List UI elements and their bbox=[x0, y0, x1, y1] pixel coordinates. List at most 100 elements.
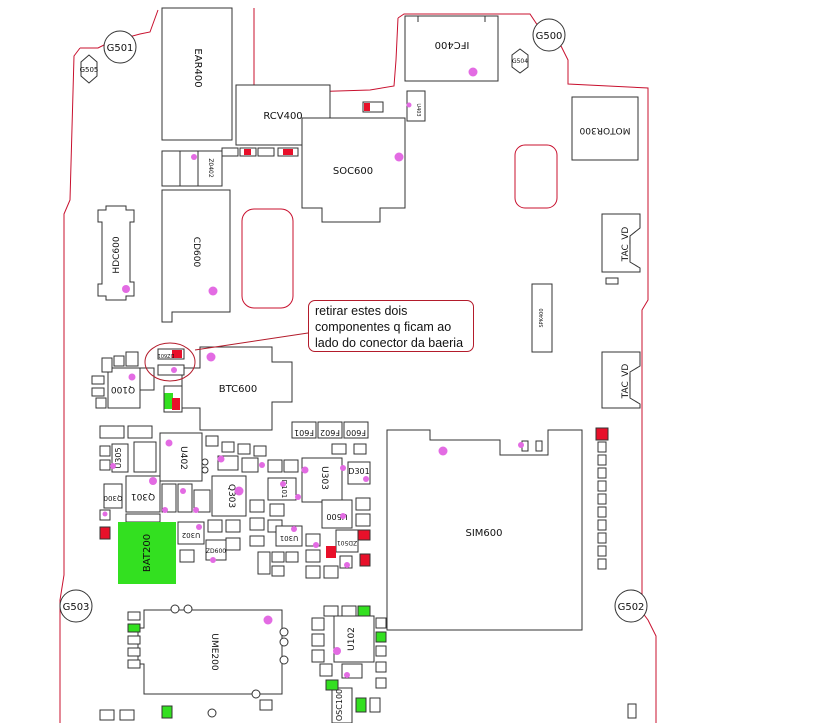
test-point bbox=[149, 477, 157, 485]
component-zd600: ZD600 bbox=[205, 539, 227, 563]
ground-g503: G503 bbox=[59, 589, 93, 623]
callout-leader bbox=[194, 332, 309, 351]
test-point bbox=[128, 373, 136, 381]
component-tac-vd-top: TAC_VD bbox=[601, 213, 641, 285]
component-label: F602 bbox=[320, 428, 340, 437]
highlight-circle bbox=[144, 342, 196, 382]
component-q300: Q300 bbox=[99, 483, 123, 540]
component-f602: F602 bbox=[317, 421, 343, 439]
component-label: Q303 bbox=[226, 484, 236, 508]
component-label: SIM600 bbox=[465, 528, 502, 539]
component-label: U301 bbox=[280, 534, 298, 542]
right-column-parts bbox=[595, 427, 637, 719]
component-u403: U403 bbox=[362, 90, 426, 122]
test-point bbox=[208, 286, 218, 296]
component-label: SPK400 bbox=[539, 308, 545, 327]
component-label: TAC_VD bbox=[621, 227, 631, 263]
component-sim600: SIM600 bbox=[386, 429, 583, 631]
test-point bbox=[263, 615, 273, 625]
component-label: HDC600 bbox=[112, 236, 122, 273]
component-label: DZ601 bbox=[158, 352, 175, 358]
component-f601: F601 bbox=[291, 421, 317, 439]
component-u500: U500 bbox=[321, 497, 371, 541]
component-label: RCV400 bbox=[263, 111, 302, 122]
component-u102: U102 bbox=[311, 605, 387, 689]
component-soc600: SOC600 bbox=[301, 117, 406, 223]
cutout-left bbox=[241, 208, 294, 309]
ground-g504: G504 bbox=[511, 48, 529, 74]
component-f600: F600 bbox=[343, 421, 369, 439]
test-point bbox=[394, 152, 404, 162]
test-point bbox=[110, 463, 116, 469]
test-point bbox=[333, 647, 341, 655]
component-label: CD600 bbox=[191, 237, 201, 268]
test-point bbox=[165, 439, 173, 447]
component-z0402: Z0402 bbox=[161, 147, 299, 187]
component-btc600: BTC600 bbox=[181, 346, 293, 431]
callout-line-3: lado do conector da baeria bbox=[315, 336, 464, 350]
component-dz601: DZ601 bbox=[144, 332, 309, 413]
ground-g500: G500 bbox=[532, 18, 566, 52]
component-label: IFC400 bbox=[435, 39, 470, 50]
component-bat200: BAT200 bbox=[118, 522, 176, 584]
ground-label: G504 bbox=[512, 58, 528, 65]
annotation-callout: retirar estes dois componentes q ficam a… bbox=[308, 300, 474, 352]
component-label: U403 bbox=[415, 103, 421, 116]
component-motor300: MOTOR300 bbox=[571, 96, 639, 161]
component-label: Z0402 bbox=[207, 158, 214, 178]
test-point bbox=[468, 67, 478, 77]
ground-label: G505 bbox=[80, 66, 99, 74]
component-tac-vd-bottom: TAC_VD bbox=[601, 351, 641, 409]
component-label: U302 bbox=[182, 531, 200, 539]
test-point bbox=[171, 367, 177, 373]
component-hdc600: HDC600 bbox=[97, 205, 135, 301]
component-label: U500 bbox=[326, 512, 347, 521]
component-label: U303 bbox=[319, 466, 329, 490]
component-zd501: ZD501 bbox=[305, 529, 371, 579]
test-point bbox=[206, 352, 216, 362]
component-label: SOC600 bbox=[333, 166, 373, 177]
component-u302: U302 bbox=[177, 519, 241, 563]
component-label: UME200 bbox=[209, 633, 219, 670]
component-label: OSC100 bbox=[335, 689, 344, 721]
component-label: TAC_VD bbox=[621, 364, 631, 400]
component-q301: Q301 bbox=[125, 475, 211, 523]
component-label: MOTOR300 bbox=[579, 125, 630, 135]
component-label: Q301 bbox=[131, 491, 155, 501]
callout-line-2: componentes q ficam ao bbox=[315, 320, 452, 334]
component-q303: Q303 bbox=[211, 475, 247, 517]
component-label: Q300 bbox=[104, 494, 123, 502]
component-d101: D101 bbox=[249, 459, 301, 533]
component-u301: U301 bbox=[249, 525, 303, 577]
component-label: ZD501 bbox=[337, 539, 357, 546]
ground-label: G502 bbox=[618, 602, 645, 613]
component-d301: D301 bbox=[347, 443, 371, 485]
callout-line-1: retirar estes dois bbox=[315, 304, 408, 318]
component-label: U305 bbox=[114, 447, 123, 468]
component-ume200: UME200 bbox=[99, 604, 289, 721]
ground-label: G503 bbox=[63, 602, 90, 613]
component-u305: U305 bbox=[99, 425, 157, 473]
test-point bbox=[301, 466, 309, 474]
component-q100: Q100 bbox=[91, 351, 155, 409]
component-osc100: OSC100 bbox=[325, 679, 381, 723]
component-label: BAT200 bbox=[142, 534, 153, 572]
ground-g501: G501 bbox=[103, 30, 137, 64]
component-label: U102 bbox=[347, 627, 357, 651]
component-cd600: CD600 bbox=[161, 189, 231, 323]
component-label: EAR400 bbox=[192, 48, 203, 87]
component-label: F601 bbox=[294, 428, 314, 437]
test-point bbox=[406, 102, 412, 108]
cutout-right bbox=[514, 144, 558, 209]
component-u303: U303 bbox=[301, 443, 347, 503]
component-label: D301 bbox=[348, 467, 369, 476]
component-label: D101 bbox=[280, 480, 288, 499]
ground-g502: G502 bbox=[614, 589, 648, 623]
component-label: Q100 bbox=[111, 384, 136, 394]
component-label: BTC600 bbox=[219, 384, 257, 395]
test-point bbox=[234, 486, 244, 496]
component-label: U402 bbox=[178, 446, 188, 470]
component-spk400: SPK400 bbox=[531, 283, 553, 353]
test-point bbox=[191, 154, 197, 160]
